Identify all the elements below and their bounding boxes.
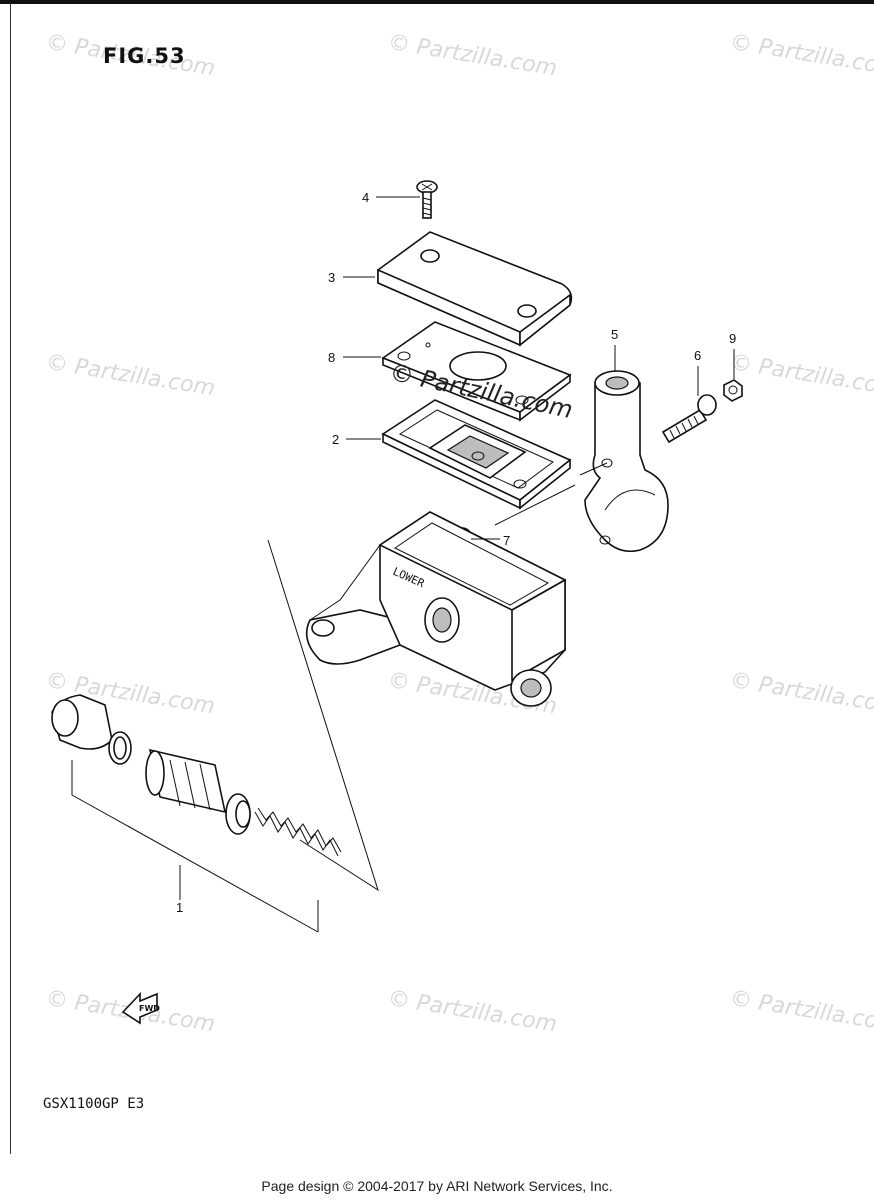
callout-label: 5 xyxy=(611,327,618,342)
callout-label: 3 xyxy=(328,270,335,285)
callout-8[interactable]: 8 xyxy=(328,350,381,365)
piston-kit-part-1[interactable] xyxy=(51,694,342,933)
bolt-part-6[interactable] xyxy=(661,394,717,444)
callout-label: 7 xyxy=(503,533,510,548)
diaphragm-part-2[interactable] xyxy=(381,399,572,510)
top-border xyxy=(0,0,874,4)
callout-3[interactable]: 3 xyxy=(328,270,375,285)
callout-7[interactable]: 7 xyxy=(471,533,510,548)
assembly-guide-line xyxy=(494,484,576,526)
callout-label: 1 xyxy=(176,900,183,915)
callout-4[interactable]: 4 xyxy=(362,190,420,205)
callout-label: 2 xyxy=(332,432,339,447)
clamp-holder-part-5[interactable] xyxy=(584,370,669,553)
fwd-arrow-label: FWD xyxy=(139,1004,160,1013)
callout-2[interactable]: 2 xyxy=(332,432,381,447)
callout-label: 8 xyxy=(328,350,335,365)
fwd-arrow-icon: FWD xyxy=(121,991,160,1025)
model-code: GSX1100GP E3 xyxy=(43,1096,145,1112)
callout-5[interactable]: 5 xyxy=(611,327,618,372)
callout-label: 9 xyxy=(729,331,736,346)
callout-1[interactable]: 1 xyxy=(176,900,183,915)
master-cylinder-body[interactable]: LOWER xyxy=(305,511,567,707)
callout-label: 4 xyxy=(362,190,369,205)
callout-9[interactable]: 9 xyxy=(729,331,736,379)
reservoir-cap-part-3[interactable] xyxy=(377,231,573,347)
page-footer: Page design © 2004-2017 by ARI Network S… xyxy=(261,1178,613,1194)
callout-label: 6 xyxy=(694,348,701,363)
assembly-guide-line xyxy=(579,462,608,476)
callout-6[interactable]: 6 xyxy=(694,348,701,396)
left-border xyxy=(10,4,11,1154)
diaphragm-plate-part-8[interactable] xyxy=(381,321,572,422)
assembly-guide-line xyxy=(267,539,379,892)
nut-part-9[interactable] xyxy=(723,379,743,402)
figure-title: FIG.53 xyxy=(103,44,186,68)
screw-part-4[interactable] xyxy=(416,180,438,219)
